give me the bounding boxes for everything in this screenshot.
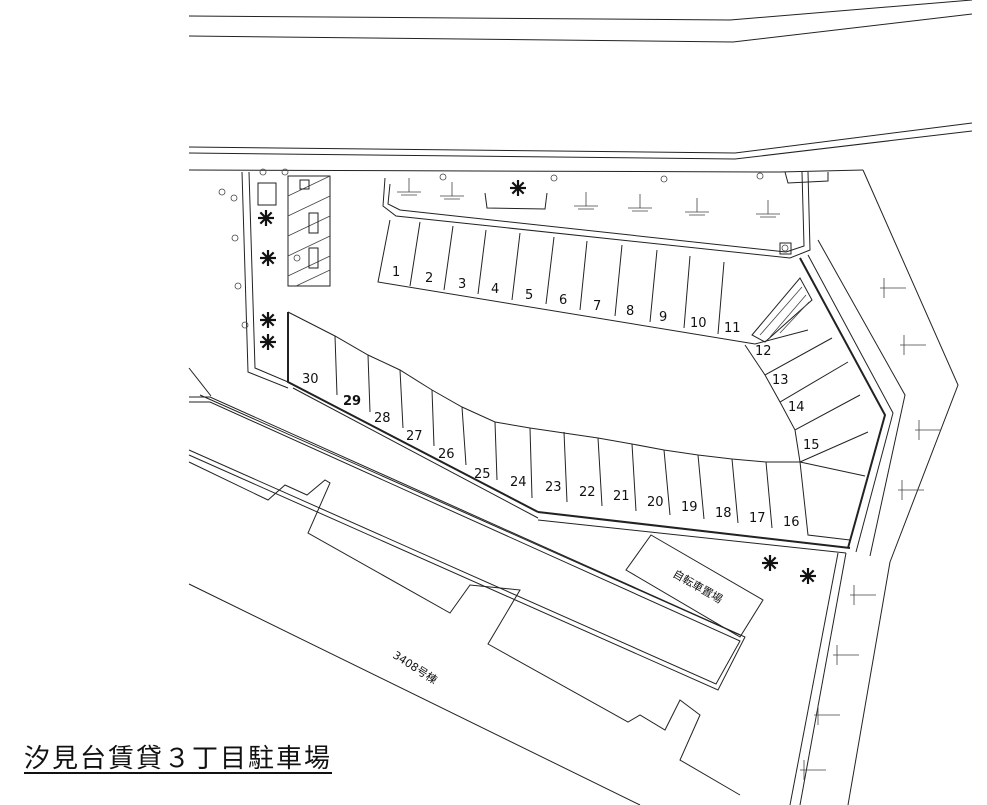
tree-icon xyxy=(762,555,778,571)
stall-label: 25 xyxy=(474,467,491,482)
light-pole-icon xyxy=(685,198,709,216)
parking-lot-outline xyxy=(287,312,851,554)
page-title: 汐見台賃貸３丁目駐車場 xyxy=(24,744,333,774)
stall-label: 6 xyxy=(559,293,567,308)
light-pole-icon xyxy=(880,278,906,298)
corridor-markers xyxy=(800,278,941,780)
utility-box xyxy=(257,182,277,206)
stall-label: 7 xyxy=(593,299,601,314)
light-pole-icon xyxy=(833,645,859,665)
stall-label: 16 xyxy=(783,515,800,530)
hydrant-icon xyxy=(756,172,764,180)
stall-label: 21 xyxy=(613,489,630,504)
light-poles xyxy=(397,178,780,218)
left-planting-strip xyxy=(218,168,289,389)
stall-label: 22 xyxy=(579,485,596,500)
hydrant-icon xyxy=(550,174,558,182)
stall-label: 11 xyxy=(724,321,741,336)
tree-icon xyxy=(260,334,276,350)
upper-island xyxy=(382,171,829,259)
light-pole-icon xyxy=(898,480,924,500)
tree-icon xyxy=(258,210,274,226)
hydrant-icon xyxy=(439,173,447,181)
light-pole-icon xyxy=(850,585,876,605)
tree-icon xyxy=(260,250,276,266)
light-pole-icon xyxy=(915,420,941,440)
hydrant-icon xyxy=(660,175,668,183)
stall-label: 3 xyxy=(458,277,466,292)
stall-dividers xyxy=(287,219,869,541)
stall-label: 24 xyxy=(510,475,527,490)
stall-label: 2 xyxy=(425,271,433,286)
bench-icon xyxy=(484,192,548,210)
building-3408 xyxy=(188,367,741,805)
top-road xyxy=(188,0,973,173)
hatched-area-right xyxy=(751,277,813,343)
stall-label: 29 xyxy=(343,394,361,409)
stall-label: 19 xyxy=(681,500,698,515)
right-corridor xyxy=(789,169,959,805)
stall-label: 8 xyxy=(626,304,634,319)
stall-label: 1 xyxy=(392,265,400,280)
trees xyxy=(258,180,816,584)
stall-label: 9 xyxy=(659,310,667,325)
light-pole-icon xyxy=(800,760,826,780)
stall-label: 5 xyxy=(525,288,533,303)
stall-label: 18 xyxy=(715,506,732,521)
stall-label: 4 xyxy=(491,282,499,297)
stall-label: 23 xyxy=(545,480,562,495)
bicycle-parking-label: 自転車置場 xyxy=(671,566,726,606)
light-pole-icon xyxy=(574,192,598,210)
stall-label: 14 xyxy=(788,400,805,415)
light-pole-icon xyxy=(814,705,840,725)
stall-label: 30 xyxy=(302,372,319,387)
lower-strip xyxy=(188,394,746,691)
stall-label: 27 xyxy=(406,429,423,444)
light-pole-icon xyxy=(628,194,652,212)
stall-label: 26 xyxy=(438,447,455,462)
stall-label: 10 xyxy=(690,316,707,331)
light-pole-icon xyxy=(756,200,780,218)
stall-number-labels: 1 2 3 4 5 6 7 8 9 10 11 12 13 14 15 16 1… xyxy=(302,265,820,530)
stall-label: 15 xyxy=(803,438,820,453)
tree-icon xyxy=(510,180,526,196)
light-pole-icon xyxy=(440,182,464,200)
tree-icon xyxy=(260,312,276,328)
stall-label: 20 xyxy=(647,495,664,510)
light-pole-icon xyxy=(397,178,421,196)
stall-label: 12 xyxy=(755,344,772,359)
hatched-area-left xyxy=(287,175,331,287)
light-pole-icon xyxy=(900,335,926,355)
bicycle-parking: 自転車置場 xyxy=(625,534,764,638)
tree-icon xyxy=(800,568,816,584)
stall-label: 13 xyxy=(772,373,789,388)
island-markers xyxy=(439,172,764,183)
building-label: 3408号棟 xyxy=(390,648,440,687)
stall-label: 17 xyxy=(749,511,766,526)
stall-label: 28 xyxy=(374,411,391,426)
